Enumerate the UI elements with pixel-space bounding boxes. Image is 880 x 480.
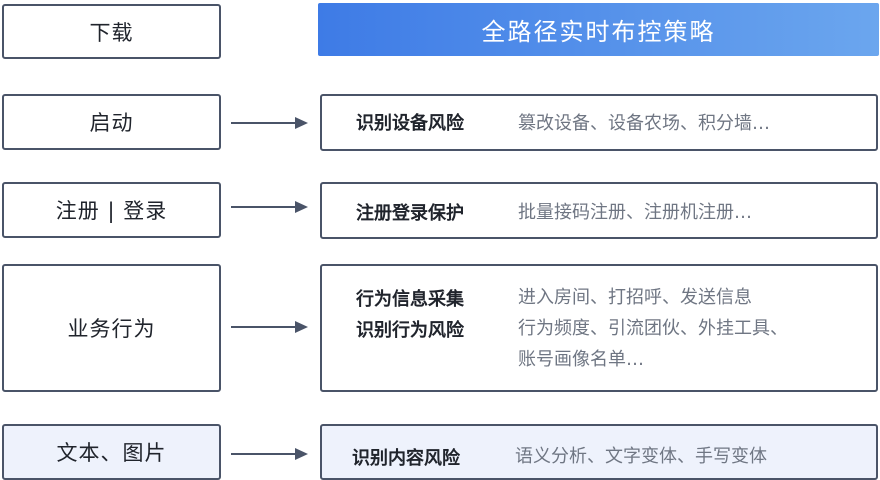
stage-register-login-label: 注册 | 登录	[55, 199, 168, 223]
header-title: 全路径实时布控策略	[481, 18, 716, 46]
strategy-device-risk-desc: 篡改设备、设备农场、积分墙…	[518, 113, 770, 134]
strategy-content-risk: 识别内容风险 语义分析、文字变体、手写变体	[320, 424, 878, 480]
stage-launch-label: 启动	[89, 111, 134, 135]
arrow-right-icon	[231, 117, 308, 129]
strategy-register-protect: 注册登录保护 批量接码注册、注册机注册…	[320, 182, 878, 239]
strategy-register-protect-name: 注册登录保护	[356, 203, 464, 224]
strategy-device-risk-name: 识别设备风险	[356, 113, 464, 134]
stage-download-label: 下载	[89, 20, 134, 45]
strategy-behavior-name-2: 识别行为风险	[356, 320, 464, 341]
strategy-content-risk-name: 识别内容风险	[352, 448, 460, 469]
stage-launch: 启动	[2, 94, 221, 150]
arrow-right-icon	[231, 201, 308, 213]
strategy-device-risk: 识别设备风险 篡改设备、设备农场、积分墙…	[320, 94, 878, 151]
stage-text-image-label: 文本、图片	[56, 441, 167, 465]
arrow-right-icon	[231, 321, 308, 333]
strategy-behavior-risk: 行为信息采集 识别行为风险 进入房间、打招呼、发送信息 行为频度、引流团伙、外挂…	[320, 264, 878, 392]
strategy-behavior-name-1: 行为信息采集	[356, 289, 464, 310]
strategy-behavior-desc-3: 账号画像名单…	[518, 349, 644, 370]
strategy-behavior-desc-2: 行为频度、引流团伙、外挂工具、	[518, 318, 788, 339]
stage-download: 下载	[2, 4, 221, 59]
stage-business-behavior-label: 业务行为	[67, 317, 156, 341]
stage-register-login: 注册 | 登录	[2, 182, 221, 238]
strategy-behavior-desc-1: 进入房间、打招呼、发送信息	[518, 287, 752, 308]
strategy-header: 全路径实时布控策略	[318, 3, 879, 56]
strategy-register-protect-desc: 批量接码注册、注册机注册…	[518, 202, 752, 223]
strategy-content-risk-desc: 语义分析、文字变体、手写变体	[515, 446, 767, 467]
stage-business-behavior: 业务行为	[2, 264, 221, 392]
arrow-right-icon	[231, 448, 308, 460]
stage-text-image: 文本、图片	[2, 424, 221, 480]
